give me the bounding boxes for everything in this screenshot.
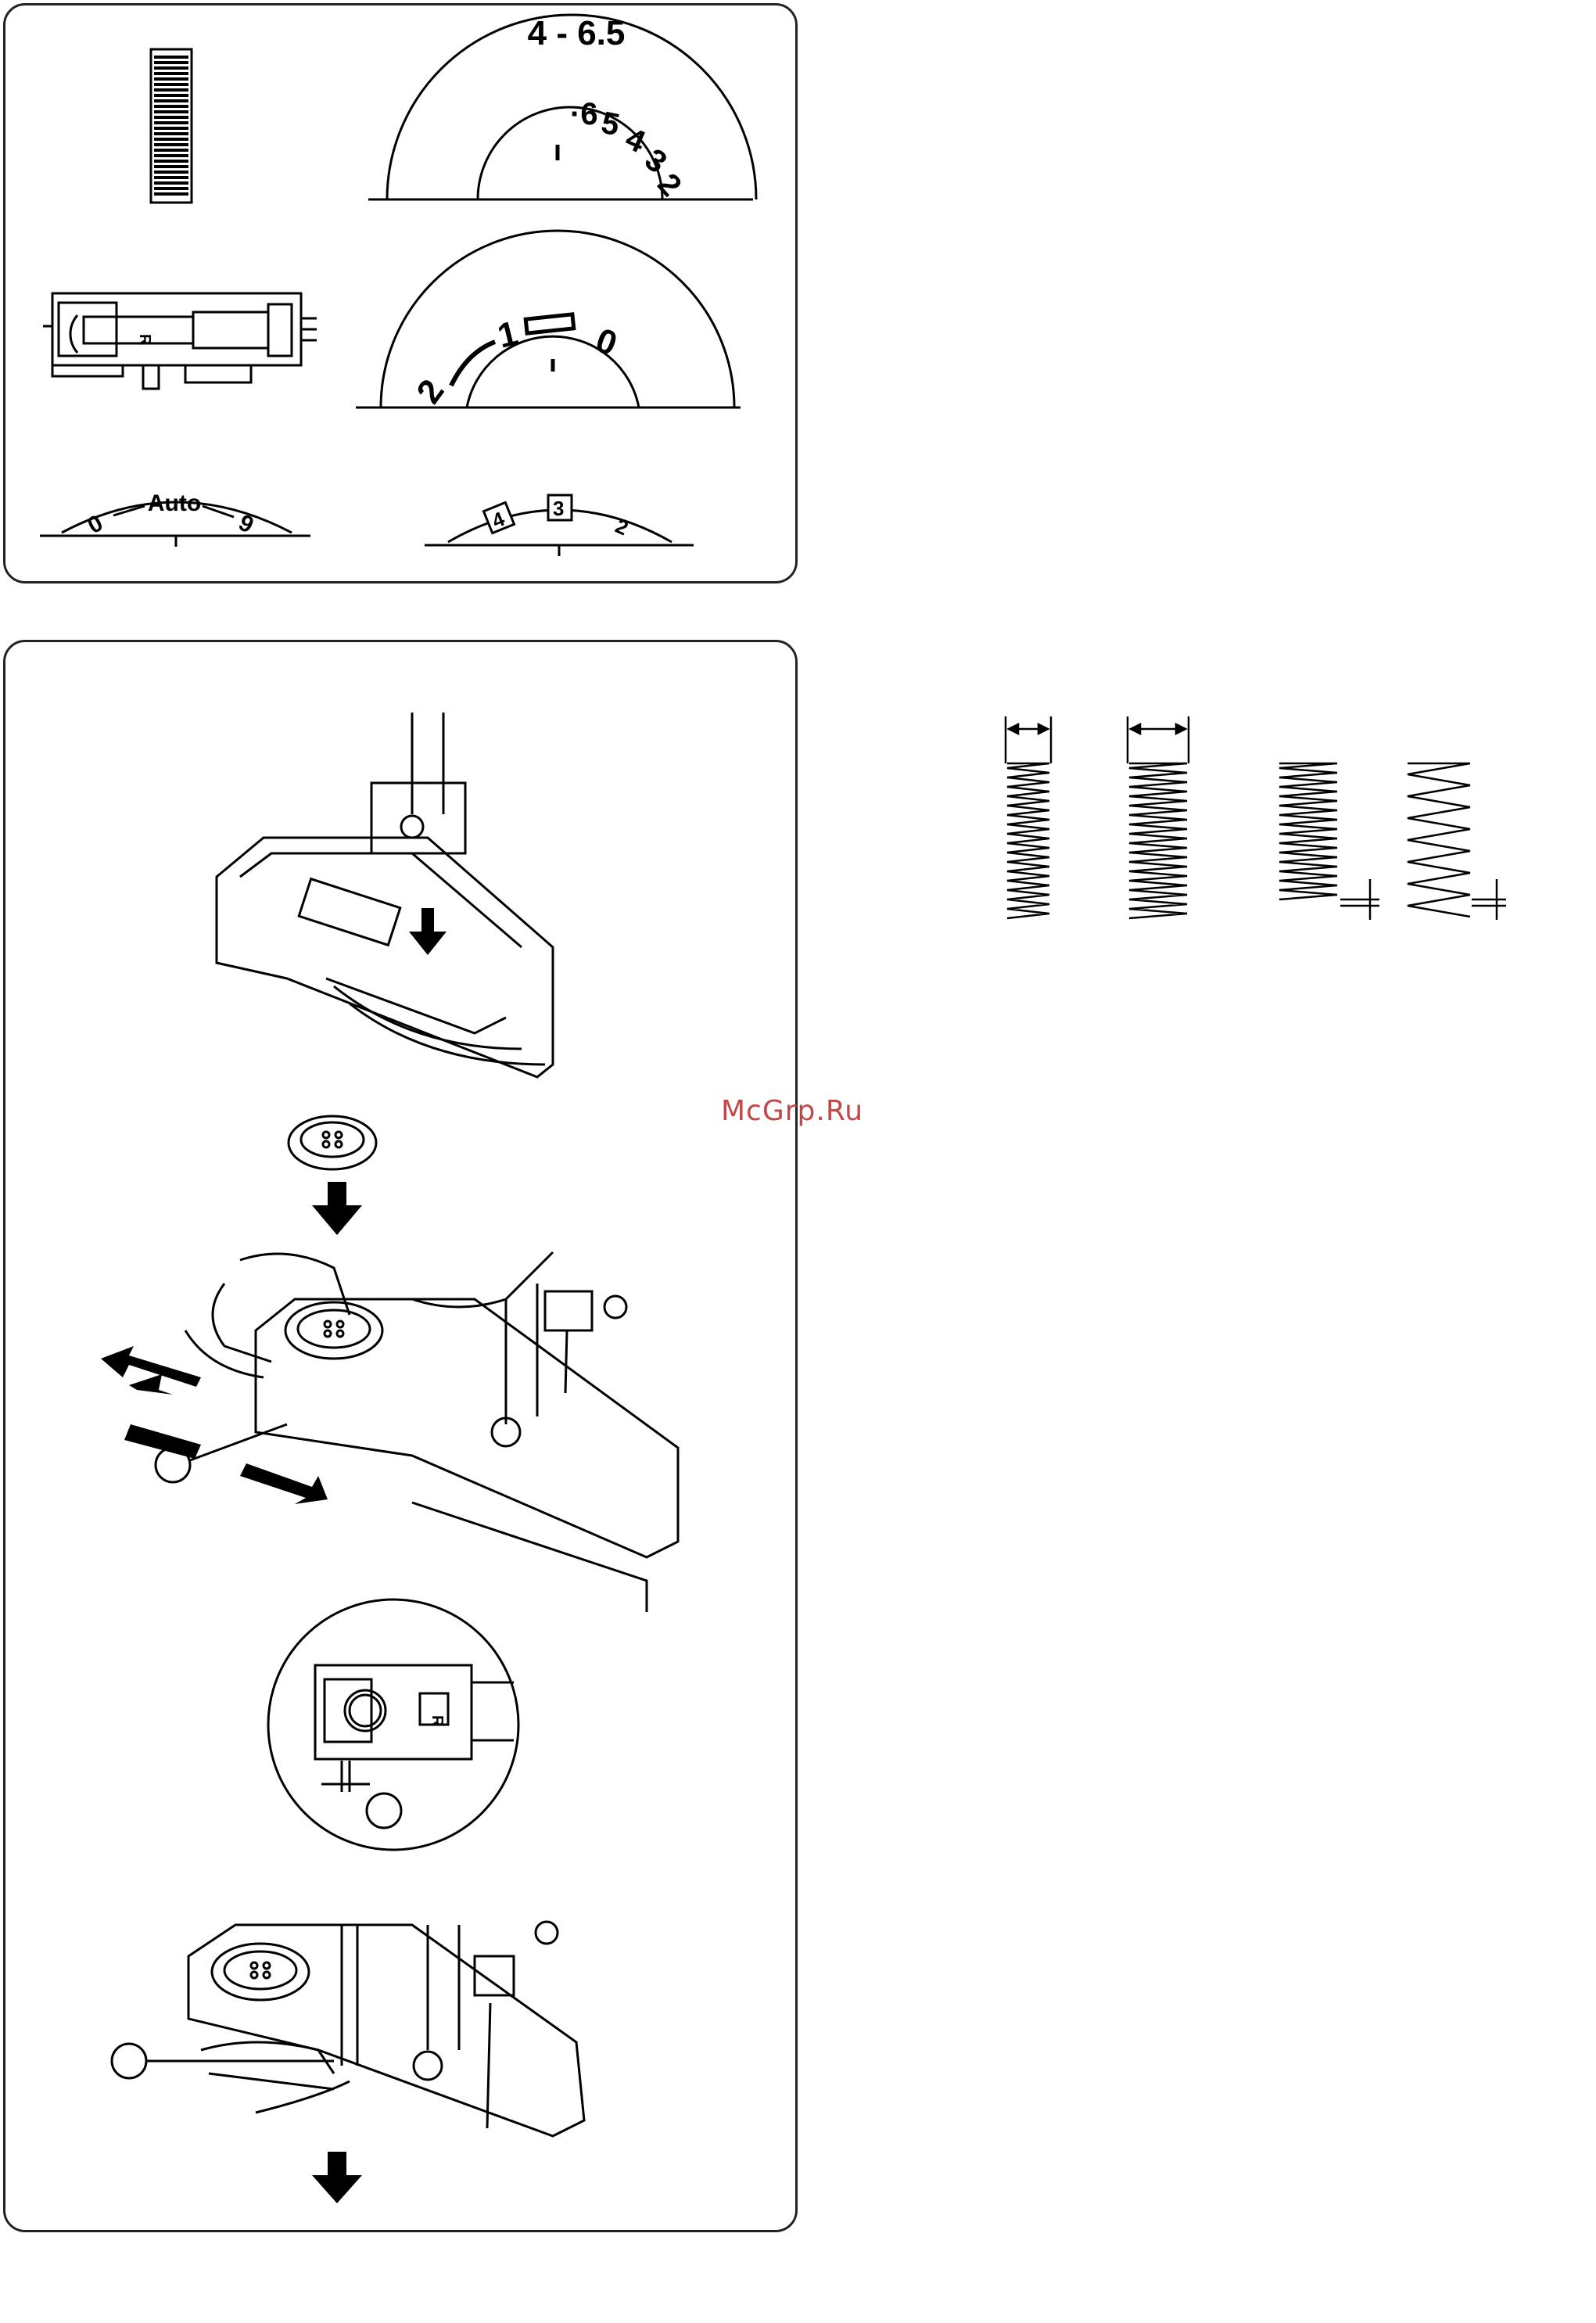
open-buttonhole-stitch: [1408, 763, 1470, 917]
buttonhole-steps-diagram: R: [5, 642, 795, 2230]
width-dial-number: 5: [598, 106, 622, 143]
thread-tension-dial: 0 Auto 9: [40, 490, 310, 547]
length-dial-number: 1: [494, 314, 522, 355]
foot-attach-illustration: [217, 713, 553, 1077]
stitch-width-dial: 4 - 6.5 ·6 5 4 3 2: [368, 14, 756, 203]
buttonhole-foot-icon: R: [43, 293, 317, 389]
stitch-length-dial: 2 1 0: [356, 231, 741, 411]
buttonhole-steps-panel: R: [3, 640, 798, 2232]
dense-buttonhole-stitch: [1279, 763, 1337, 899]
length-dial-number: 0: [591, 321, 622, 363]
width-dial-number: 4: [620, 121, 651, 160]
watermark: McGrp.Ru: [721, 1095, 863, 1127]
narrow-buttonhole-stitch: [1007, 763, 1049, 918]
lever-pull-illustration: [112, 1922, 584, 2203]
settings-diagram: 4 - 6.5 ·6 5 4 3 2 R: [5, 5, 795, 581]
button-gap-detail: R: [268, 1600, 518, 1850]
foot-letter: R: [136, 334, 153, 346]
pressure-dial-number: 3: [553, 497, 564, 520]
tension-max-label: 9: [235, 510, 257, 539]
settings-panel: 4 - 6.5 ·6 5 4 3 2 R: [3, 3, 798, 583]
presser-pressure-dial: 4 3 2: [425, 495, 694, 556]
button-insert-illustration: [101, 1116, 678, 1612]
tension-auto-label: Auto: [148, 490, 201, 516]
foot-letter-zoom: R: [429, 1715, 446, 1727]
wide-buttonhole-stitch: [1129, 763, 1187, 918]
buttonhole-stitch-icon: [151, 49, 192, 203]
length-dial-number: 2: [409, 372, 451, 411]
width-dial-number: ·6: [570, 97, 598, 131]
